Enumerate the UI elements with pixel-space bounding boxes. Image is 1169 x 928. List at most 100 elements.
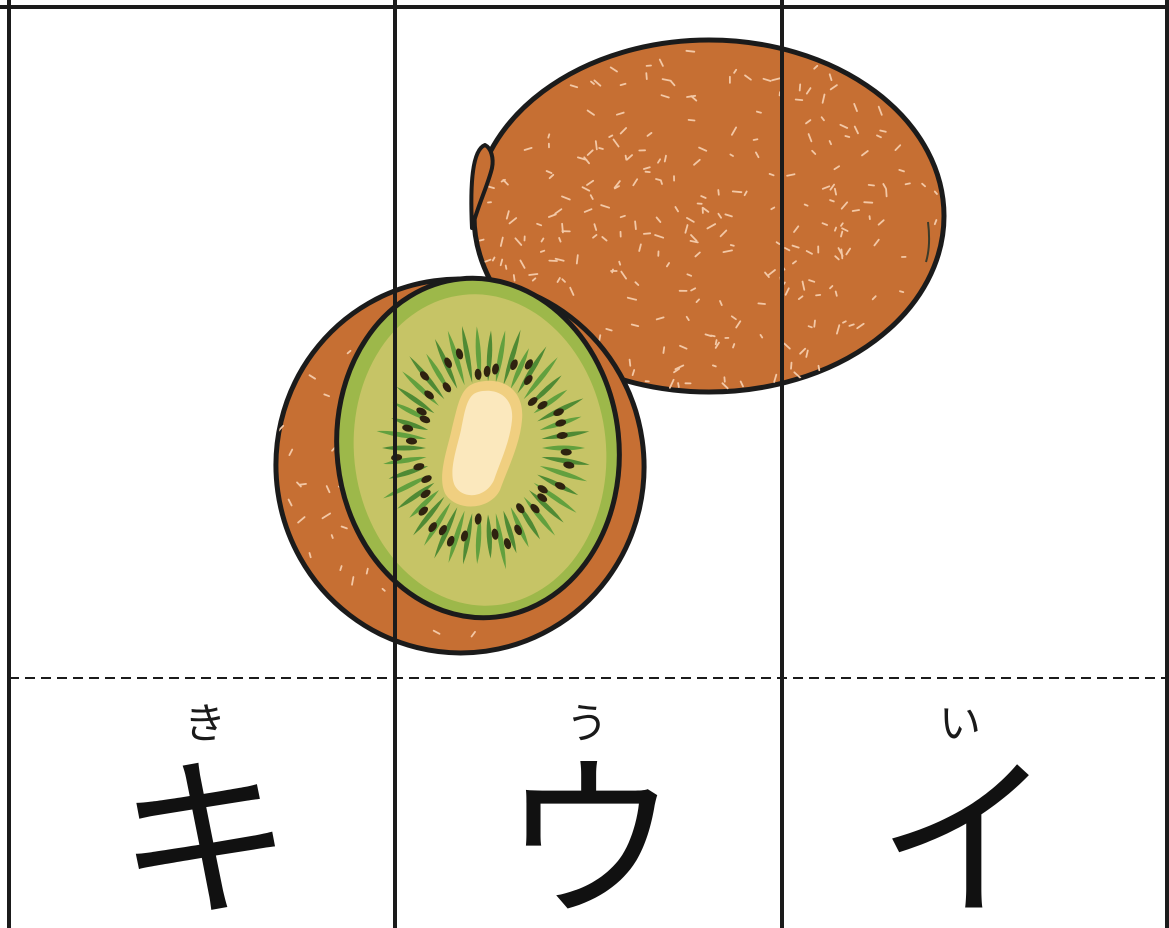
skin-hair-mark (605, 327, 613, 332)
flesh-ray-mark (510, 348, 529, 389)
skin-hair-mark (508, 217, 518, 225)
skin-hair-mark (770, 206, 776, 211)
skin-hair-mark (561, 278, 566, 283)
skin-hair-mark (899, 290, 905, 294)
skin-hair-mark (554, 208, 563, 215)
skin-hair-mark (590, 80, 595, 85)
skin-hair-mark (755, 151, 760, 159)
skin-hair-mark (581, 186, 591, 192)
skin-hair-mark (601, 236, 608, 242)
skin-hair-mark (626, 296, 637, 301)
skin-hair-mark (594, 140, 598, 151)
skin-hair-mark (609, 66, 618, 73)
skin-hair-mark (861, 150, 869, 157)
skin-hair-mark (528, 273, 539, 276)
flesh-ray-mark (409, 490, 439, 518)
skin-hair-mark (685, 49, 696, 53)
kiwi-seed-mark (474, 368, 482, 380)
skin-hair-mark (784, 247, 791, 252)
kiwi-seed-mark (421, 475, 432, 483)
kiwi-seed-mark (474, 513, 482, 525)
kiwi-seed-mark (523, 375, 533, 385)
skin-hair-mark (536, 222, 543, 227)
skin-hair-mark (729, 153, 734, 157)
skin-hair-mark (624, 154, 628, 161)
flesh-ray-mark (495, 513, 506, 570)
skin-hair-mark (540, 249, 546, 253)
skin-hair-mark (811, 149, 817, 155)
flesh-ray-mark (539, 466, 588, 482)
skin-hair-mark (712, 364, 717, 368)
skin-hair-mark (626, 154, 633, 161)
skin-hair-mark (933, 190, 938, 195)
skin-hair-mark (807, 133, 813, 143)
skin-hair-mark (729, 244, 735, 247)
skin-hair-mark (619, 127, 627, 135)
skin-hair-mark (586, 109, 595, 116)
skin-hair-mark (732, 343, 736, 349)
skin-hair-mark (593, 79, 602, 87)
skin-hair-mark (608, 134, 614, 139)
skin-hair-mark (733, 68, 738, 74)
skin-hair-mark (638, 243, 642, 252)
skin-hair-mark (834, 290, 838, 297)
skin-hair-mark (687, 119, 696, 122)
skin-hair-mark (829, 84, 838, 91)
skin-hair-mark (792, 260, 797, 265)
skin-hair-mark (504, 264, 508, 270)
skin-hair-mark (797, 295, 804, 301)
skin-hair-mark (841, 227, 849, 232)
skin-hair-mark (904, 182, 911, 186)
skin-hair-mark (365, 567, 369, 575)
skin-hair-mark (752, 138, 759, 141)
skin-hair-mark (632, 178, 639, 187)
kiwi-seed-mark (537, 401, 548, 410)
skin-hair-mark (702, 206, 710, 213)
skin-hair-mark (801, 280, 806, 291)
skin-hair-mark (783, 342, 791, 350)
skin-hair-mark (767, 269, 776, 277)
kiwi-seed-mark (503, 538, 512, 550)
skin-hair-mark (771, 77, 782, 82)
kiwi-seed-mark (444, 357, 453, 369)
skin-hair-mark (666, 262, 670, 268)
skin-hair-mark (643, 166, 651, 170)
skin-hair-mark (876, 134, 882, 139)
kiwi-seed-mark (428, 522, 438, 533)
skin-hair-mark (714, 339, 718, 346)
flesh-ray-mark (434, 507, 458, 559)
skin-hair-mark (698, 146, 708, 152)
skin-hair-mark (288, 448, 294, 457)
kiwi-seed-mark (402, 424, 414, 432)
kiwi-seed-mark (460, 530, 469, 542)
skin-hair-mark (662, 346, 666, 354)
skin-hair-mark (731, 126, 737, 136)
skin-hair-mark (820, 116, 825, 122)
skin-hair-mark (879, 129, 887, 133)
skin-hair-mark (620, 270, 627, 280)
katakana-2: ウ (502, 739, 678, 928)
skin-hair-mark (848, 323, 855, 327)
skin-hair-mark (834, 187, 837, 196)
card-1: き キ (117, 699, 293, 928)
kiwi-seed-mark (563, 461, 575, 469)
kiwi-seed-mark (405, 437, 418, 445)
skin-hair-mark (643, 232, 652, 235)
flesh-ray-mark (376, 430, 427, 440)
skin-hair-mark (470, 631, 476, 638)
skin-hair-mark (853, 125, 859, 135)
skin-hair-mark (569, 286, 575, 296)
skin-hair-mark (589, 194, 594, 200)
kiwi-seed-mark (418, 506, 429, 516)
skin-hair-mark (655, 316, 665, 321)
skin-hair-mark (756, 110, 762, 114)
skin-hair-mark (833, 165, 840, 171)
skin-hair-mark (719, 300, 723, 307)
skin-hair-mark (684, 224, 689, 234)
skin-hair-mark (321, 512, 332, 520)
skin-hair-mark (735, 320, 742, 329)
skin-hair-mark (548, 213, 557, 218)
skin-hair-mark (717, 189, 720, 196)
kiwi-seed-mark (524, 359, 534, 370)
